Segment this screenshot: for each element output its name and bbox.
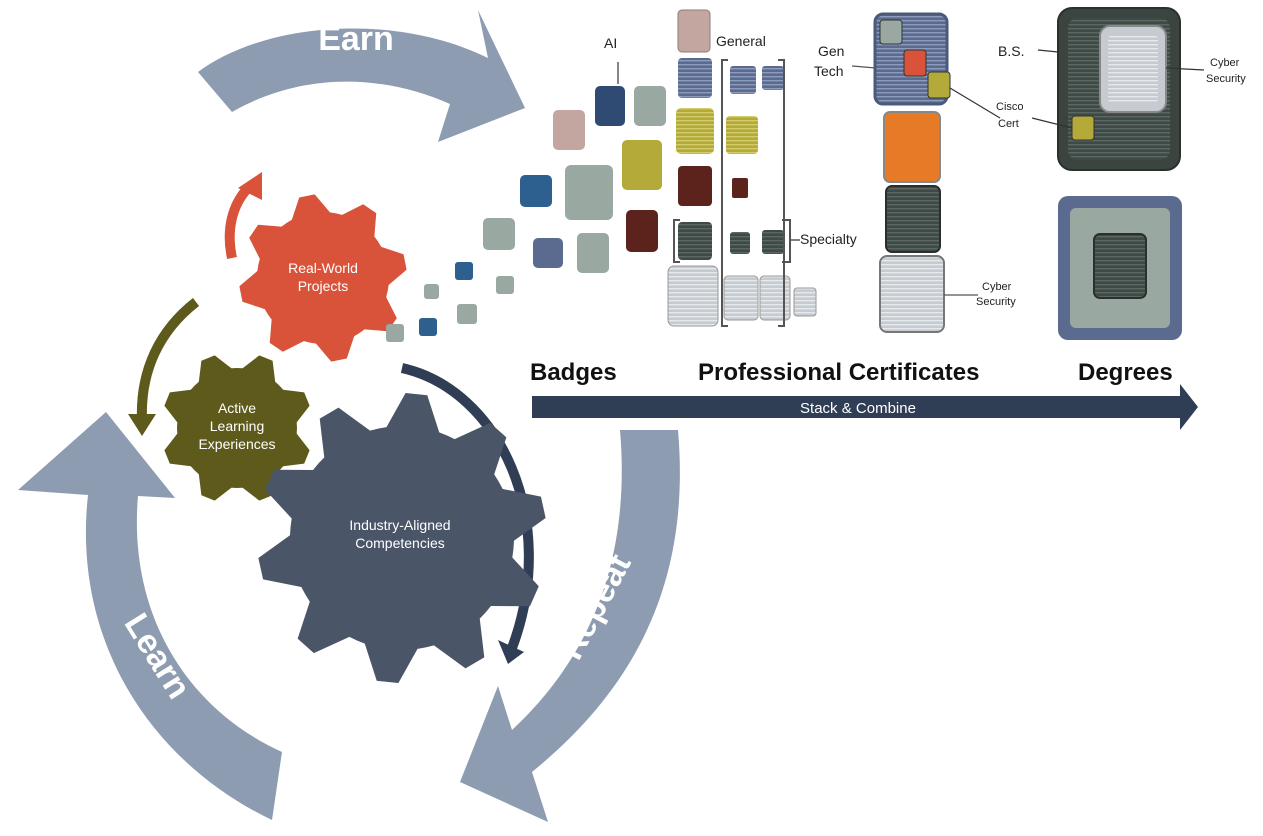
gear-shape [164, 355, 310, 501]
gear-shape [239, 194, 407, 362]
olive-curve-arrow [128, 298, 200, 436]
degrees-heading: Degrees [1078, 359, 1173, 386]
stack-square [730, 232, 750, 254]
red-curve-arrow [224, 172, 262, 260]
certificates-column: Gen Tech Cisco Cert Cyber Security [814, 12, 1024, 333]
cert-label: Cert [998, 118, 1019, 130]
badge-square [520, 175, 552, 207]
dark-cert [885, 185, 941, 253]
gen-label: Gen [818, 43, 844, 59]
stack-square [759, 275, 791, 321]
badge-square [386, 324, 404, 342]
degrees-column: B.S. Cyber Security [998, 7, 1246, 340]
gear-shape [258, 393, 546, 683]
real-world-projects-gear: Real-World Projects [239, 194, 407, 362]
cisco-label: Cisco [996, 101, 1024, 113]
earn-arrow: Earn [198, 10, 525, 142]
gen-tech-sub-square [879, 19, 903, 45]
badge-square [483, 218, 515, 250]
badge-square [533, 238, 563, 268]
industry-aligned-label: Industry-Aligned [349, 517, 450, 533]
cisco-cert-square [927, 71, 951, 99]
badge-squares [386, 86, 666, 342]
badge-square [577, 233, 609, 273]
badge-square [634, 86, 666, 126]
stack-square [723, 275, 759, 321]
second-degree-inner [1093, 233, 1147, 299]
cyber-label-cert: Cyber [982, 281, 1012, 293]
stack-square [726, 116, 758, 154]
cyber-security-degree-inner [1108, 34, 1158, 104]
stack-combine-arrow: Stack & Combine [532, 384, 1198, 430]
stack-combine-label: Stack & Combine [800, 400, 916, 417]
ai-label: AI [604, 35, 617, 51]
badge-square [419, 318, 437, 336]
active-label: Active [218, 400, 256, 416]
cyber-label-degree: Cyber [1210, 57, 1240, 69]
badge-square [457, 304, 477, 324]
security-label-cert: Security [976, 296, 1016, 308]
badge-square [595, 86, 625, 126]
competencies-label: Competencies [355, 535, 445, 551]
specialty-bracket [673, 219, 791, 263]
orange-cert [883, 111, 941, 183]
badge-square [565, 165, 613, 220]
stack-square [678, 58, 712, 98]
general-label: General [716, 33, 766, 49]
learning-label: Learning [210, 418, 265, 434]
stack-square [762, 66, 784, 90]
industry-aligned-gear: Industry-Aligned Competencies [258, 393, 546, 683]
badge-square [496, 276, 514, 294]
general-bracket [721, 59, 785, 327]
cyber-security-cert [879, 255, 945, 333]
gen-tech-sub-square [903, 49, 927, 77]
stack-square [762, 230, 784, 254]
badge-square [455, 262, 473, 280]
stack-square [667, 265, 719, 327]
stack-square [678, 166, 712, 206]
bs-label: B.S. [998, 43, 1024, 59]
certificate-stacks: AI General Specialty [604, 9, 857, 327]
projects-label: Projects [298, 278, 349, 294]
badge-square [553, 110, 585, 150]
badge-square [424, 284, 439, 299]
badge-square [622, 140, 662, 190]
real-world-label: Real-World [288, 260, 358, 276]
experiences-label: Experiences [198, 436, 275, 452]
stack-square [732, 178, 748, 198]
stack-square [678, 222, 712, 260]
security-label-degree: Security [1206, 73, 1246, 85]
badge-square [626, 210, 658, 252]
active-learning-gear: Active Learning Experiences [164, 355, 310, 501]
earn-label: Earn [318, 20, 394, 58]
stack-square [793, 287, 817, 317]
cisco-degree-square [1071, 115, 1095, 141]
badges-heading: Badges [530, 359, 617, 386]
tech-label: Tech [814, 63, 844, 79]
stack-square [676, 108, 714, 154]
professional-certificates-heading: Professional Certificates [698, 359, 979, 386]
stack-square [677, 9, 711, 53]
specialty-label: Specialty [800, 231, 857, 247]
stack-square [730, 66, 756, 94]
